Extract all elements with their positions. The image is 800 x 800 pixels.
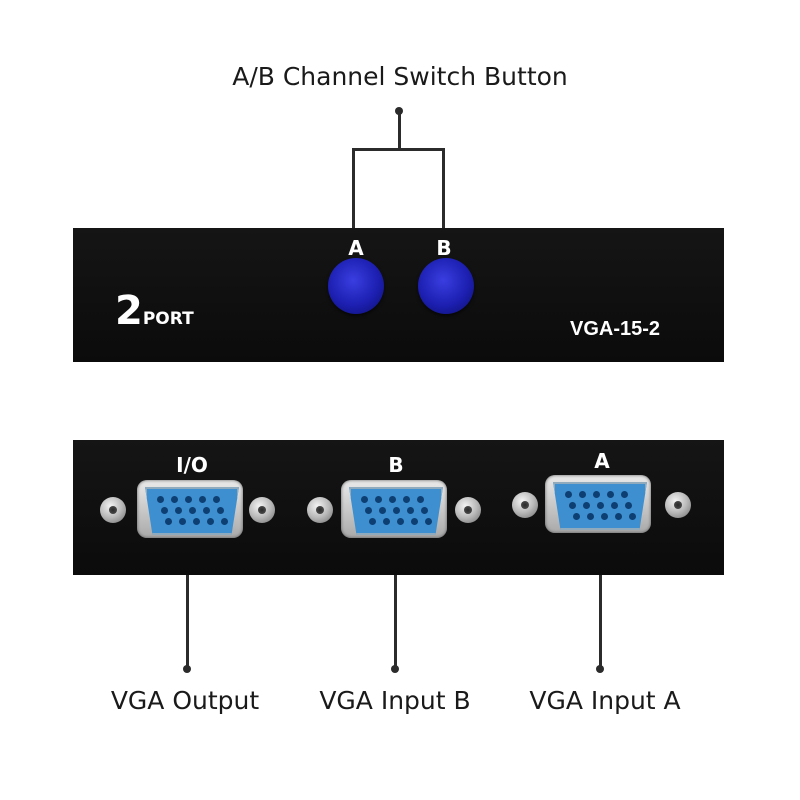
screw-b-left: [307, 497, 333, 523]
vga-input-a-callout: VGA Input A: [529, 686, 681, 715]
model-label: VGA-15-2: [570, 318, 661, 340]
leader-input-b-dot: [391, 665, 399, 673]
switch-button-callout: A/B Channel Switch Button: [232, 62, 568, 91]
vga-input-b-port[interactable]: [341, 480, 447, 538]
bracket-stem: [398, 112, 401, 150]
screw-b-right: [455, 497, 481, 523]
rear-panel: I/O B A: [73, 440, 724, 575]
vga-input-a-pins: [553, 482, 647, 530]
vga-input-a-port[interactable]: [545, 475, 651, 533]
bracket-crossbar: [352, 148, 445, 151]
channel-b-button[interactable]: [418, 258, 474, 314]
port-b-label: B: [388, 453, 404, 477]
vga-output-callout: VGA Output: [110, 686, 260, 715]
vga-input-b-pins: [349, 487, 443, 535]
leader-input-a-dot: [596, 665, 604, 673]
screw-a-left: [512, 492, 538, 518]
vga-output-port[interactable]: [137, 480, 243, 538]
front-panel: A B 2PORT VGA-15-2: [73, 228, 724, 362]
leader-input-b-line: [394, 575, 397, 667]
button-b-label: B: [436, 236, 452, 260]
brand-word: PORT: [142, 309, 194, 329]
leader-output-dot: [183, 665, 191, 673]
vga-input-b-callout: VGA Input B: [319, 686, 471, 715]
brand-logo: 2PORT: [115, 288, 194, 334]
bracket-dot: [395, 107, 403, 115]
screw-io-left: [100, 497, 126, 523]
channel-a-button[interactable]: [328, 258, 384, 314]
port-a-label: A: [594, 449, 610, 473]
bracket-left-leg: [352, 148, 355, 228]
port-io-label: I/O: [176, 453, 208, 477]
bracket-right-leg: [442, 148, 445, 228]
screw-io-right: [249, 497, 275, 523]
brand-number: 2: [115, 288, 143, 334]
vga-output-pins: [145, 487, 239, 535]
button-a-label: A: [348, 236, 364, 260]
screw-a-right: [665, 492, 691, 518]
leader-output-line: [186, 575, 189, 667]
leader-input-a-line: [599, 575, 602, 667]
